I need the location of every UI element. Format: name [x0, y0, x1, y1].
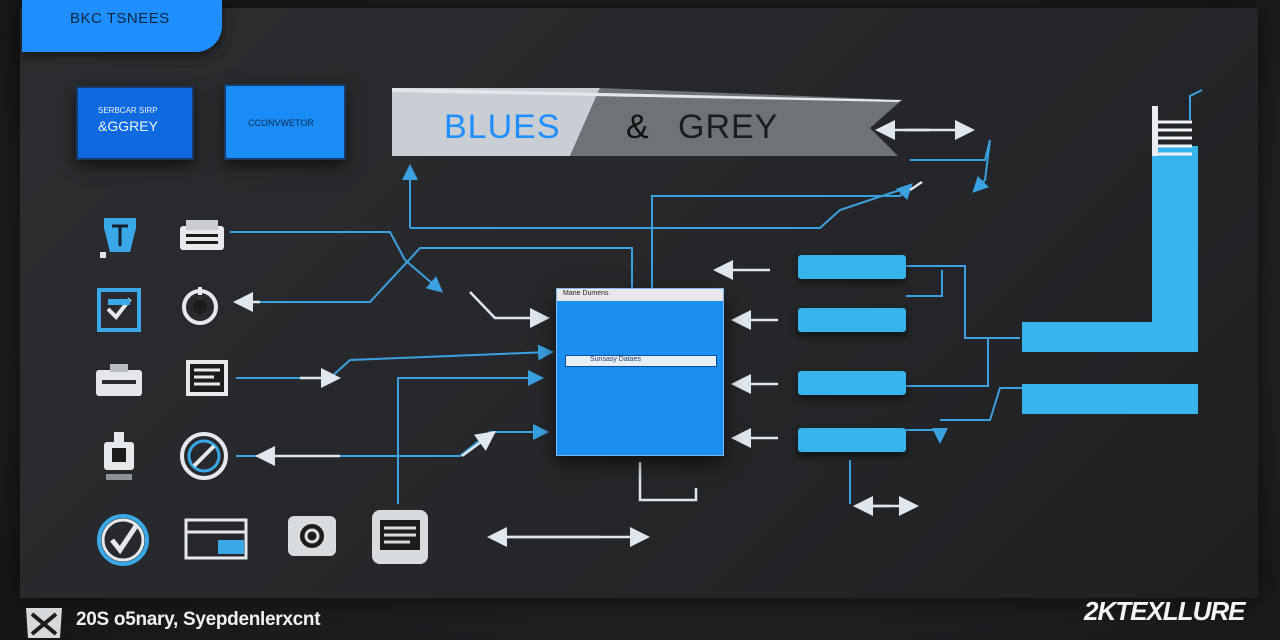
connector [940, 387, 1022, 421]
briefcase-icon [96, 364, 142, 396]
connector [236, 247, 633, 303]
legend-card-right-label: CCONVWETOR [248, 118, 314, 128]
central-window[interactable]: Mane Dumens Sunsasy Dataes [556, 288, 724, 456]
arrow [469, 291, 550, 328]
printer-icon [180, 220, 224, 250]
no-entry-icon [180, 432, 228, 480]
logo-emblem-icon [26, 608, 62, 638]
footer-caption: 20S o5nary, Syepdenlerxcnt [76, 609, 321, 630]
banner-word-grey: GREY [678, 108, 779, 146]
connector [236, 344, 554, 379]
banner-word-blues: BLUES [444, 108, 561, 146]
window-title: Mane Dumens [563, 290, 609, 297]
banner-ampersand: & [626, 108, 650, 146]
checkbox-icon [97, 288, 141, 332]
connector [397, 370, 544, 504]
connector [410, 189, 901, 229]
legend-card-left: SERBCAR SIRP &GGREY [76, 86, 194, 160]
legend-card-left-line1: SERBCAR SIRP [98, 106, 158, 115]
connector [1189, 89, 1203, 120]
connector [651, 183, 913, 288]
shield-tag-icon [100, 218, 136, 258]
camera-icon [288, 516, 336, 556]
legend-card-left-line2: &GGREY [98, 118, 158, 134]
connector [906, 428, 948, 444]
connector [236, 424, 549, 457]
window-field-text: Sunsasy Dataes [590, 356, 641, 363]
window-titlebar: Mane Dumens [557, 289, 723, 301]
target-icon [182, 287, 218, 325]
document-list-icon [186, 360, 228, 396]
connector [906, 270, 943, 297]
dashboard-icon [372, 510, 428, 564]
stacked-block [1022, 106, 1198, 414]
header-tab: BKC TSNEES [22, 0, 222, 52]
arrow [638, 462, 698, 502]
connector [906, 265, 1020, 339]
connector [906, 338, 989, 387]
usb-drive-icon [104, 432, 134, 480]
check-timer-icon [97, 514, 149, 566]
cash-register-icon [184, 518, 248, 560]
title-banner: BLUES & GREY [390, 86, 910, 158]
legend-card-right: CCONVWETOR [224, 84, 346, 160]
arrow [909, 180, 923, 192]
window-field[interactable]: Sunsasy Dataes [565, 355, 717, 367]
brand-logo: 2KTEXLLURE [1084, 596, 1245, 626]
process-pill-4[interactable] [798, 428, 906, 452]
connector [910, 139, 991, 193]
header-tab-label: BKC TSNEES [70, 10, 170, 27]
arrow [461, 431, 497, 458]
process-pill-1[interactable] [798, 255, 906, 279]
connector [230, 231, 444, 293]
process-pill-2[interactable] [798, 308, 906, 332]
process-pill-3[interactable] [798, 371, 906, 395]
